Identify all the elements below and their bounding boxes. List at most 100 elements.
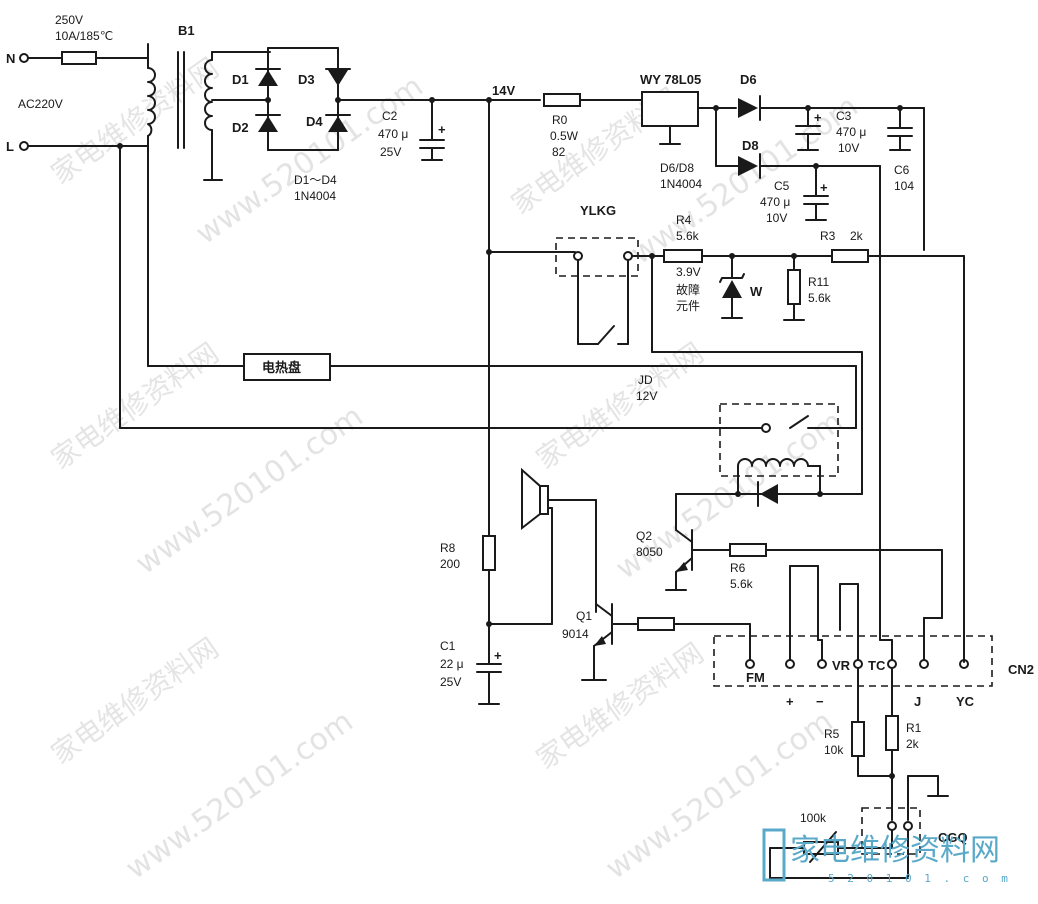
cn2-label: CN2 <box>1008 662 1034 677</box>
diode-d6-icon <box>738 98 758 118</box>
flyback-diode-icon <box>760 484 778 504</box>
zener-fault-2: 元件 <box>676 299 700 313</box>
resistor-r8-icon <box>482 535 496 571</box>
pressure-switch-ylkg: YLKG <box>488 203 665 345</box>
rectifier-part-2: 1N4004 <box>294 189 336 203</box>
c2-voltage: 25V <box>380 145 401 159</box>
cn2-pin-label: FM <box>746 670 765 685</box>
terminal-n-icon <box>19 53 29 63</box>
r6-name: R6 <box>730 561 746 575</box>
switch-contact-icon <box>597 325 615 345</box>
cn2-pin-label: TC <box>868 658 886 673</box>
cn2-pin-label: VR <box>832 658 851 673</box>
rectifier-part-1: D1～D4 <box>294 173 337 187</box>
rail-14v-label: 14V <box>492 83 515 98</box>
cn2-pin-j <box>919 659 929 669</box>
zener-diode-icon <box>722 280 742 298</box>
r4-value: 5.6k <box>676 229 700 243</box>
resistor-r5-icon <box>851 721 865 757</box>
watermark-layer: 家电维修资料网 www.520101.com 家电维修资料网 www.52010… <box>45 51 864 886</box>
c3-polarity: + <box>814 110 822 125</box>
diode-d4-icon <box>328 116 348 132</box>
terminal-l-label: L <box>6 139 14 154</box>
cn2-pin-label: − <box>816 694 824 709</box>
r1-value: 2k <box>906 737 920 751</box>
heater-section: 电热盘 <box>119 43 857 429</box>
c3-name: C3 <box>836 109 852 123</box>
c5-voltage: 10V <box>766 211 787 225</box>
watermark-cn: 家电维修资料网 <box>45 51 224 190</box>
cn2-pin-fm <box>745 659 755 669</box>
regulator-label: WY 78L05 <box>640 72 701 87</box>
ntc-value: 100k <box>800 811 827 825</box>
logo-mark-icon <box>762 828 786 882</box>
mains-voltage-label: AC220V <box>18 97 63 111</box>
c1-value: 22 μ <box>440 657 464 671</box>
transformer-label: B1 <box>178 23 195 38</box>
r0-power: 0.5W <box>550 129 579 143</box>
r5-name: R5 <box>824 727 840 741</box>
heater-label: 电热盘 <box>262 360 301 375</box>
r3-name: R3 <box>820 229 836 243</box>
watermark-url: www.520101.com <box>190 69 430 252</box>
resistor-r6-icon <box>729 543 767 557</box>
ylkg-label: YLKG <box>580 203 616 218</box>
relay-contact-icon <box>789 415 809 429</box>
r11-value: 5.6k <box>808 291 832 305</box>
diode-d3-icon <box>328 70 348 86</box>
transistor-q2: Q2 8050 R6 5.6k <box>636 529 943 663</box>
watermark-cn: 家电维修资料网 <box>45 336 224 475</box>
diode-d2-icon <box>258 116 278 132</box>
resistor-r11-icon <box>787 269 801 305</box>
d3-label: D3 <box>298 72 315 87</box>
r6-value: 5.6k <box>730 577 754 591</box>
q2-name: Q2 <box>636 529 652 543</box>
d1-label: D1 <box>232 72 249 87</box>
q2-part: 8050 <box>636 545 663 559</box>
c2-value: 470 μ <box>378 127 408 141</box>
diode-d1-icon <box>258 70 278 86</box>
relay-coil-icon <box>737 458 809 467</box>
c1-name: C1 <box>440 639 456 653</box>
connector-cn2: CN2 FM + − VR TC J YC <box>713 583 1034 709</box>
c5-name: C5 <box>774 179 790 193</box>
diode-d8-icon <box>738 156 758 176</box>
watermark-cn: 家电维修资料网 <box>45 631 224 770</box>
r8-value: 200 <box>440 557 460 571</box>
watermark-cn: 家电维修资料网 <box>530 636 709 775</box>
relay-voltage: 12V <box>636 389 657 403</box>
relay-jd: JD 12V <box>636 373 863 531</box>
r4-name: R4 <box>676 213 692 227</box>
fuse-icon <box>61 51 97 65</box>
r0-value: 82 <box>552 145 566 159</box>
terminal-l-icon <box>19 141 29 151</box>
terminal-n-label: N <box>6 51 15 66</box>
resistor-r1-icon <box>885 715 899 751</box>
buzzer-section: R8 200 + C1 22 μ 25V <box>440 467 597 705</box>
fuse-rating-2: 10A/185℃ <box>55 29 113 43</box>
zener-name: W <box>750 284 763 299</box>
cn2-dashed-box <box>713 635 993 687</box>
cn2-pin-label: YC <box>956 694 975 709</box>
d6d8-part-2: 1N4004 <box>660 177 702 191</box>
cn2-pin-label: J <box>914 694 921 709</box>
d2-label: D2 <box>232 120 249 135</box>
d6d8-part-1: D6/D8 <box>660 161 694 175</box>
zener-voltage: 3.9V <box>676 265 701 279</box>
c2-name: C2 <box>382 109 398 123</box>
d6-label: D6 <box>740 72 757 87</box>
regulator-78l05-icon <box>641 91 699 127</box>
regulator-section: R0 0.5W 82 WY 78L05 D6 D8 D6/D8 1N4004 +… <box>543 72 925 641</box>
cn2-pin-plus <box>785 659 795 669</box>
d8-label: D8 <box>742 138 759 153</box>
c1-polarity: + <box>494 648 502 663</box>
cn2-pin-label: + <box>786 694 794 709</box>
transistor-q1: Q1 9014 <box>562 603 751 681</box>
q1-name: Q1 <box>576 609 592 623</box>
sense-network: R4 5.6k W 3.9V 故障 元件 R11 5.6k R3 2k <box>651 213 965 663</box>
c2-filter: + C2 470 μ 25V 14V <box>337 83 541 161</box>
c3-voltage: 10V <box>838 141 859 155</box>
relay-name: JD <box>638 373 653 387</box>
bridge-rectifier: D1 D2 D3 D4 D1～D4 1N4004 <box>211 47 351 203</box>
